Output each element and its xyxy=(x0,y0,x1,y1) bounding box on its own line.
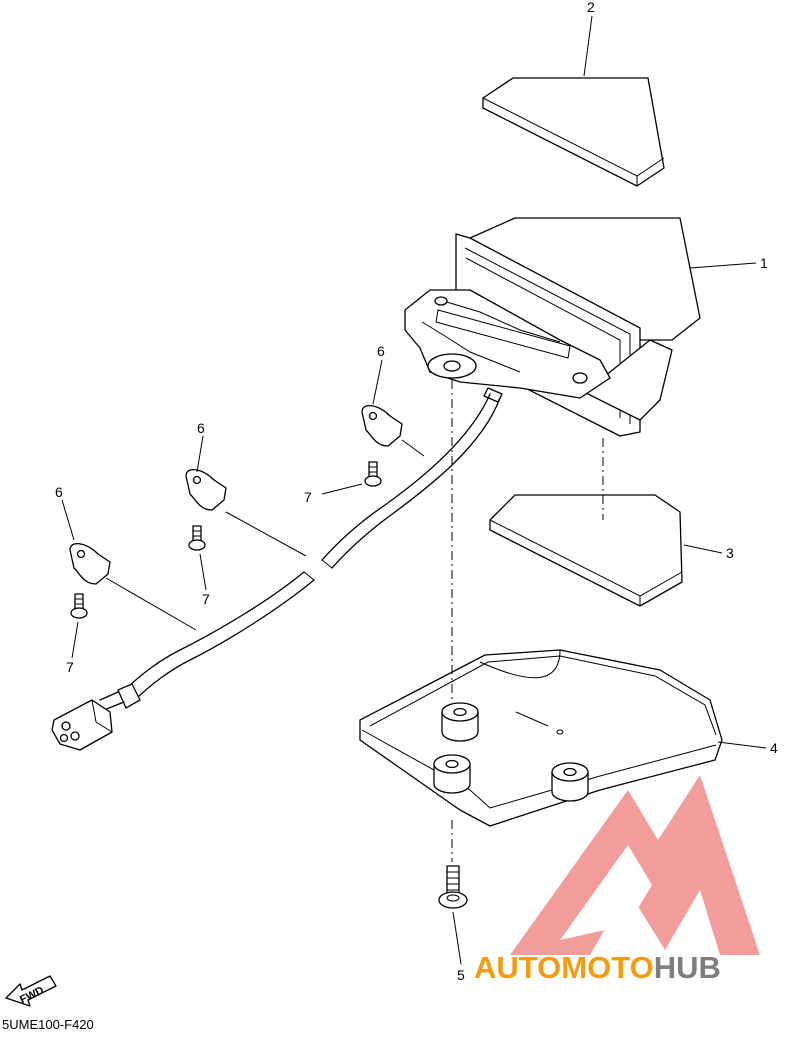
part-2-lens-plate xyxy=(482,77,665,187)
callout-3: 3 xyxy=(726,545,734,561)
callout-5: 5 xyxy=(457,967,465,983)
connector xyxy=(51,699,113,751)
clamp-6-middle xyxy=(185,469,227,511)
callout-6-top: 6 xyxy=(377,343,385,359)
boss-3 xyxy=(551,762,589,802)
callout-6-middle: 6 xyxy=(197,420,205,436)
screw-7-top xyxy=(364,461,382,487)
callout-7-top: 7 xyxy=(304,489,312,505)
boss-1 xyxy=(441,702,479,742)
screw-7-middle xyxy=(188,525,206,551)
callout-7-middle: 7 xyxy=(202,591,210,607)
figure-code: 5UME100-F420 xyxy=(2,1017,94,1032)
part-1-tail-light xyxy=(404,217,701,437)
callout-4: 4 xyxy=(770,740,778,756)
clamp-6-left xyxy=(69,543,111,585)
watermark-logo-icon xyxy=(510,775,760,955)
clamp-6-top xyxy=(361,405,403,447)
screw-7-left xyxy=(70,593,88,619)
watermark-text-hub: HUB xyxy=(654,950,721,985)
callout-2: 2 xyxy=(587,0,595,15)
callout-7-left: 7 xyxy=(66,659,74,675)
fwd-label: FWD xyxy=(18,984,46,1006)
part-3-lens-plate xyxy=(489,494,683,607)
assembly-lines xyxy=(451,380,604,862)
fwd-arrow-icon: FWD xyxy=(5,975,57,1007)
svg-text:AUTOMOTOHUB: AUTOMOTOHUB xyxy=(474,950,721,985)
part-5-screw xyxy=(438,865,468,909)
watermark-text-automoto: AUTOMOTO xyxy=(474,950,654,985)
boss-2 xyxy=(433,754,471,794)
callout-1: 1 xyxy=(760,255,768,271)
callout-leaders xyxy=(61,15,767,965)
part-4-base-plate xyxy=(359,649,723,827)
wire-harness xyxy=(51,393,501,751)
callout-6-left: 6 xyxy=(55,484,63,500)
